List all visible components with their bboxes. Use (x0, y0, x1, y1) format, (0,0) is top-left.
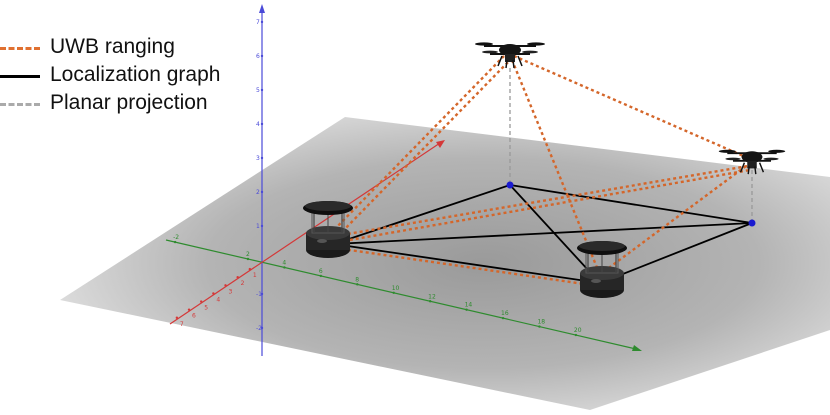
uwb-d1-r2 (510, 59, 600, 271)
x-axis-tick-mark (212, 292, 215, 295)
x-axis-tick-label: 1 (253, 272, 257, 279)
graph-edge-r1-p2 (333, 222, 753, 245)
y-axis-tick-mark (428, 300, 432, 303)
z-axis-tick-label: 5 (256, 87, 260, 94)
legend-swatch-graph (0, 75, 40, 78)
localization-graph (333, 184, 753, 284)
y-axis-tick-label: 6 (319, 268, 323, 275)
x-axis-line (169, 142, 441, 325)
x-axis-tick-mark (187, 308, 191, 311)
y-axis-arrow (632, 345, 642, 351)
y-axis-tick-label: 20 (574, 327, 582, 334)
x-axis-tick-label: 3 (229, 288, 233, 295)
y-axis-tick-label: 8 (355, 276, 359, 283)
x-axis (169, 140, 445, 325)
graph-edge-r1-p1 (333, 184, 511, 245)
y-axis-tick-mark (392, 291, 395, 295)
graph-edge-r1-r2 (333, 243, 601, 284)
graph-node-projection-1 (506, 181, 514, 189)
z-axis-tick-mark (260, 292, 264, 296)
legend-label-uwb: UWB ranging (50, 35, 175, 58)
y-axis-tick-mark (465, 308, 468, 311)
y-axis-tick-label: 18 (537, 319, 545, 326)
ground-robot-1-icon (303, 201, 353, 258)
z-axis-arrow (259, 4, 265, 13)
y-axis-tick-label: 10 (392, 285, 400, 292)
y-axis-tick-label: -2 (173, 234, 179, 241)
x-axis-tick-mark (236, 276, 239, 279)
z-axis-tick-label: -2 (256, 325, 262, 332)
y-axis-tick-label: 16 (501, 310, 509, 317)
x-axis-tick-mark (248, 267, 252, 271)
z-axis-tick-mark (260, 122, 264, 126)
z-axis-tick-label: 7 (256, 19, 260, 26)
legend-swatch-uwb (0, 47, 40, 50)
y-axis-tick-mark (246, 257, 250, 261)
y-axis-tick-label: 14 (465, 302, 473, 309)
z-axis-tick-label: 6 (256, 53, 260, 60)
legend-label-graph: Localization graph (50, 63, 221, 86)
uwb-d1-d2 (513, 54, 749, 160)
graph-edge-p1-p2 (509, 184, 753, 224)
x-axis-ticks: 1 2 3 4 5 6 7 (175, 267, 257, 328)
legend-swatch-projection (0, 103, 40, 106)
y-axis-line (165, 239, 637, 350)
x-axis-tick-mark (175, 316, 179, 319)
z-axis-ticks: 7 6 5 4 3 2 1 -1 -2 (256, 19, 264, 332)
z-axis-tick-label: -1 (256, 291, 262, 298)
y-axis-tick-label: 4 (282, 259, 286, 266)
y-axis-tick-mark (173, 240, 177, 244)
y-axis-tick-mark (319, 274, 323, 278)
x-axis-tick-label: 7 (180, 321, 184, 328)
uwb-ranging (329, 54, 751, 288)
x-axis-arrow (436, 140, 445, 148)
z-axis-tick-mark (260, 326, 264, 330)
y-axis-tick-mark (501, 316, 505, 320)
x-axis-tick-label: 2 (241, 280, 245, 287)
x-axis-tick-mark (224, 284, 227, 287)
y-axis-tick-label: 12 (428, 293, 436, 300)
z-axis-tick-label: 4 (256, 121, 260, 128)
uwb-r1-r2 (335, 246, 599, 288)
y-axis-tick-mark (574, 333, 578, 337)
z-axis-tick-mark (260, 54, 264, 58)
z-axis-tick-label: 1 (256, 223, 260, 230)
y-axis-tick-mark (283, 266, 286, 269)
y-axis (165, 239, 642, 351)
x-axis-tick-label: 4 (216, 296, 220, 303)
y-axis-tick-mark (538, 325, 541, 328)
uwb-r1-d2b (337, 168, 751, 244)
drone-2-icon (718, 149, 786, 175)
z-axis-tick-label: 2 (256, 189, 260, 196)
z-axis-tick-mark (260, 224, 264, 228)
z-axis-tick-mark (260, 190, 264, 194)
z-axis-tick-mark (260, 20, 264, 24)
y-axis-tick-mark (356, 283, 359, 286)
uwb-r1-d2 (335, 164, 749, 238)
z-axis-tick-label: 3 (256, 155, 260, 162)
x-axis-tick-label: 6 (192, 313, 196, 320)
z-axis (259, 4, 265, 356)
graph-node-projection-2 (748, 219, 756, 227)
legend-label-projection: Planar projection (50, 91, 208, 114)
x-axis-tick-label: 5 (204, 305, 208, 312)
z-axis-tick-mark (260, 88, 264, 92)
uwb-d2-r2 (605, 165, 747, 271)
z-axis-tick-mark (260, 156, 264, 160)
x-axis-tick-mark (199, 300, 203, 303)
graph-edge-p2-r2 (599, 222, 753, 284)
drone-1-icon (475, 42, 545, 69)
graph-edge-p1-r2 (509, 184, 601, 284)
ground-robot-2-icon (577, 241, 627, 298)
planar-projections (509, 68, 753, 222)
y-axis-tick-label: 2 (246, 251, 250, 258)
